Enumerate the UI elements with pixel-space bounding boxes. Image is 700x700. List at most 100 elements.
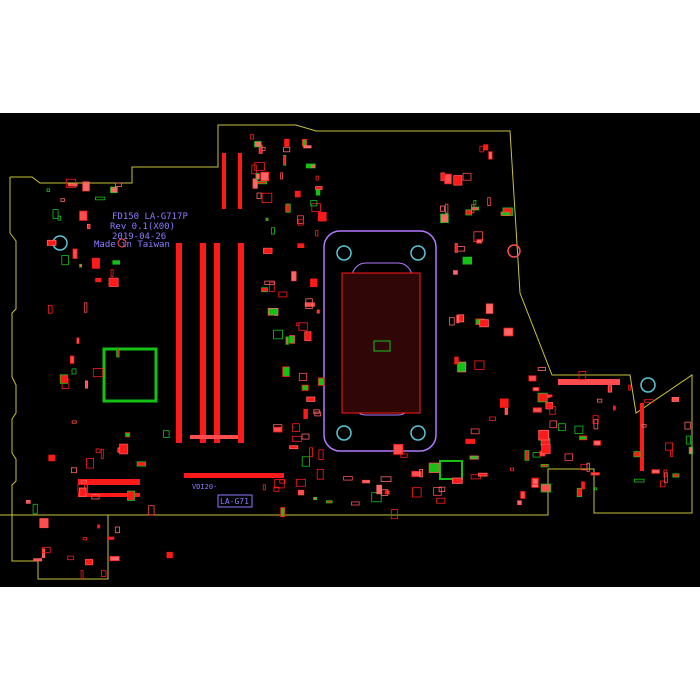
cpu-socket-outline [323, 230, 437, 452]
smd-component [136, 461, 147, 467]
smd-component [545, 401, 553, 410]
memory-slot-1 [176, 243, 182, 443]
smd-component [301, 433, 310, 440]
smd-component [478, 472, 488, 477]
header-line-model: FD150 LA-G717P [112, 212, 188, 222]
smd-component [325, 500, 333, 504]
smd-component [95, 277, 102, 283]
smd-component [538, 429, 550, 441]
smd-component [670, 449, 674, 457]
header-line-revision: Rev 0.1(X00) [110, 222, 175, 232]
smd-component [85, 380, 89, 389]
smd-component [317, 377, 325, 386]
smd-component [315, 189, 321, 196]
smd-component [110, 186, 118, 194]
smd-component [411, 470, 422, 477]
smd-component [485, 303, 494, 314]
smd-component [665, 442, 673, 451]
smd-component [444, 203, 449, 214]
smd-component [564, 453, 573, 461]
connector-strip-left [78, 479, 140, 485]
smd-component [303, 408, 308, 419]
smd-component [71, 420, 77, 424]
smd-component [82, 181, 90, 192]
smd-component [108, 277, 119, 287]
cpu-mount-hole-br [410, 425, 426, 441]
cpu-mount-hole-tr [410, 245, 426, 261]
smd-component [613, 405, 616, 411]
smd-component [438, 486, 446, 493]
smd-component [294, 190, 301, 198]
smd-component [59, 374, 68, 384]
smd-component [474, 360, 485, 370]
pcb-board-view: FD150 LA-G717P Rev 0.1(X00) 2019-04-26 M… [0, 113, 700, 587]
smd-component [537, 367, 547, 371]
smd-component [315, 186, 323, 190]
smd-component [249, 134, 255, 140]
smd-component [298, 322, 308, 331]
smd-component [473, 200, 477, 206]
smd-component [303, 145, 312, 149]
smd-component [295, 478, 306, 487]
smd-component [256, 192, 262, 199]
connector-strip-right [640, 403, 644, 471]
smd-component [684, 421, 691, 430]
smd-component [285, 203, 291, 213]
smd-component [110, 269, 114, 277]
smd-component [41, 548, 46, 558]
smd-component [318, 449, 324, 460]
smd-component [298, 372, 308, 381]
smd-component [262, 247, 273, 254]
smd-component [524, 450, 530, 461]
smd-component [260, 171, 269, 182]
smd-component [305, 298, 313, 309]
smd-component [313, 496, 318, 501]
smd-component [95, 196, 106, 201]
smd-component [528, 375, 537, 382]
smd-component [316, 468, 324, 480]
smd-component [279, 479, 286, 484]
smd-component [310, 278, 318, 288]
memory-slot-top-2 [238, 153, 242, 209]
smd-component [100, 448, 104, 460]
smd-component [255, 173, 260, 180]
board-label: LA-G71 [220, 497, 249, 506]
smd-component [46, 239, 57, 246]
cpu-center-pad [373, 340, 391, 352]
smd-component [278, 291, 288, 298]
smd-component [439, 205, 445, 212]
smd-component [532, 478, 539, 485]
smd-component [305, 163, 316, 169]
smd-component [380, 476, 392, 482]
smd-component [162, 430, 170, 438]
cpu-mount-hole-bl [336, 425, 352, 441]
smd-component [316, 309, 320, 314]
smd-component [273, 329, 283, 340]
smd-component [317, 211, 327, 222]
power-module [439, 460, 463, 480]
circle-icon [640, 377, 656, 393]
smd-component [289, 445, 299, 450]
smd-component [127, 490, 136, 501]
smd-component [304, 331, 312, 342]
smd-component [578, 370, 587, 380]
smd-component [594, 487, 598, 491]
smd-component [297, 489, 305, 496]
smd-component [456, 314, 460, 324]
smd-component [470, 204, 475, 214]
smd-component [412, 487, 422, 498]
smd-component [262, 484, 266, 491]
smd-component [479, 319, 489, 328]
smd-component [470, 428, 480, 435]
smd-component [91, 494, 100, 500]
smd-component [489, 416, 497, 421]
connector-strip-left-lower [78, 493, 140, 497]
smd-component [462, 256, 473, 265]
smd-component [297, 218, 304, 226]
smd-component [315, 175, 319, 181]
smd-component [166, 551, 173, 559]
smd-component [256, 181, 267, 185]
memory-slot-2 [200, 243, 206, 443]
smd-component [597, 398, 603, 403]
